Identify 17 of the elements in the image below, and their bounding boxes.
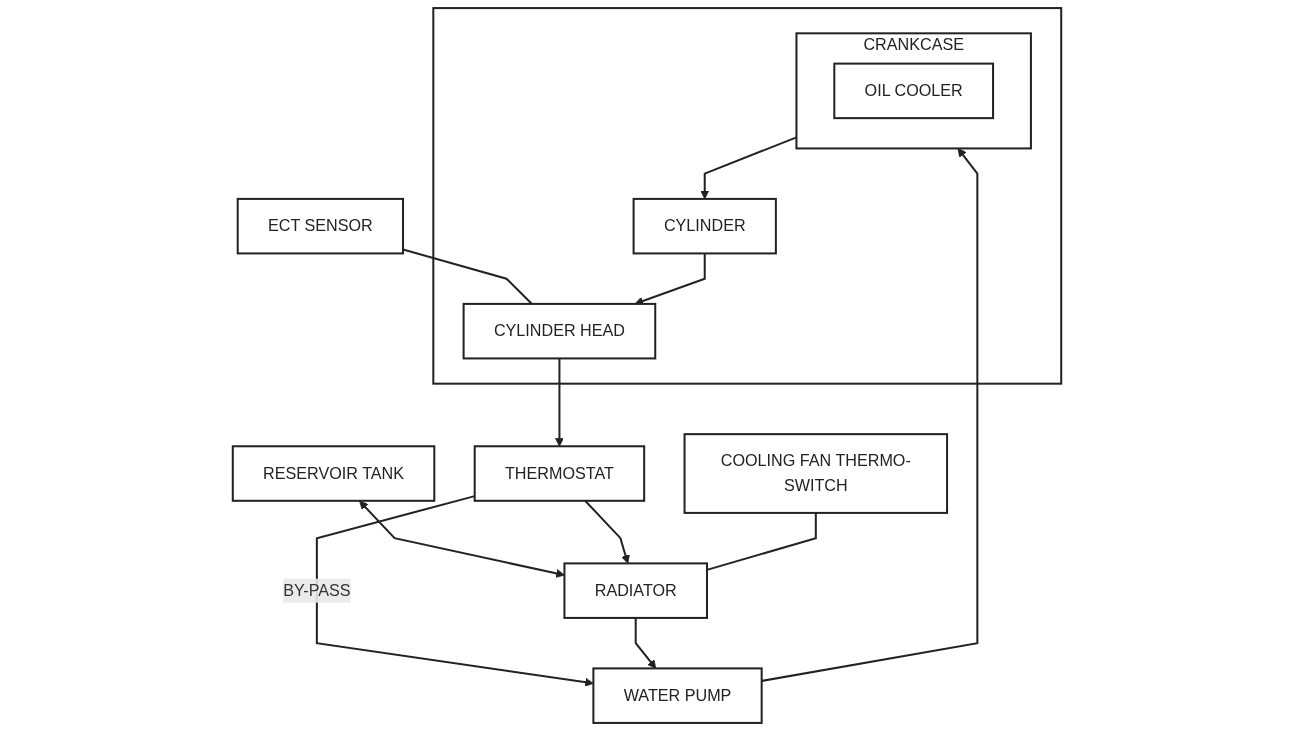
arrow <box>634 617 657 669</box>
cluster <box>432 7 1063 385</box>
arrow <box>584 500 630 564</box>
node-box: WATER PUMP <box>592 667 763 724</box>
node-box: CYLINDER HEAD <box>462 302 657 360</box>
edge-label: BY-PASS <box>283 581 351 599</box>
node-box: COOLING FAN THERMO-SWITCH <box>683 433 949 514</box>
node-box: ECT SENSOR <box>236 197 405 255</box>
node-box: THERMOSTAT <box>473 445 646 502</box>
arrow <box>315 495 594 687</box>
arrow <box>555 358 564 447</box>
node-box: RADIATOR <box>563 562 708 619</box>
node-box: RESERVOIR TANK <box>231 445 436 502</box>
arrow <box>359 500 565 578</box>
node-box: OIL COOLER <box>833 62 995 120</box>
node-box: CYLINDER <box>632 197 777 255</box>
arrow <box>761 148 979 682</box>
